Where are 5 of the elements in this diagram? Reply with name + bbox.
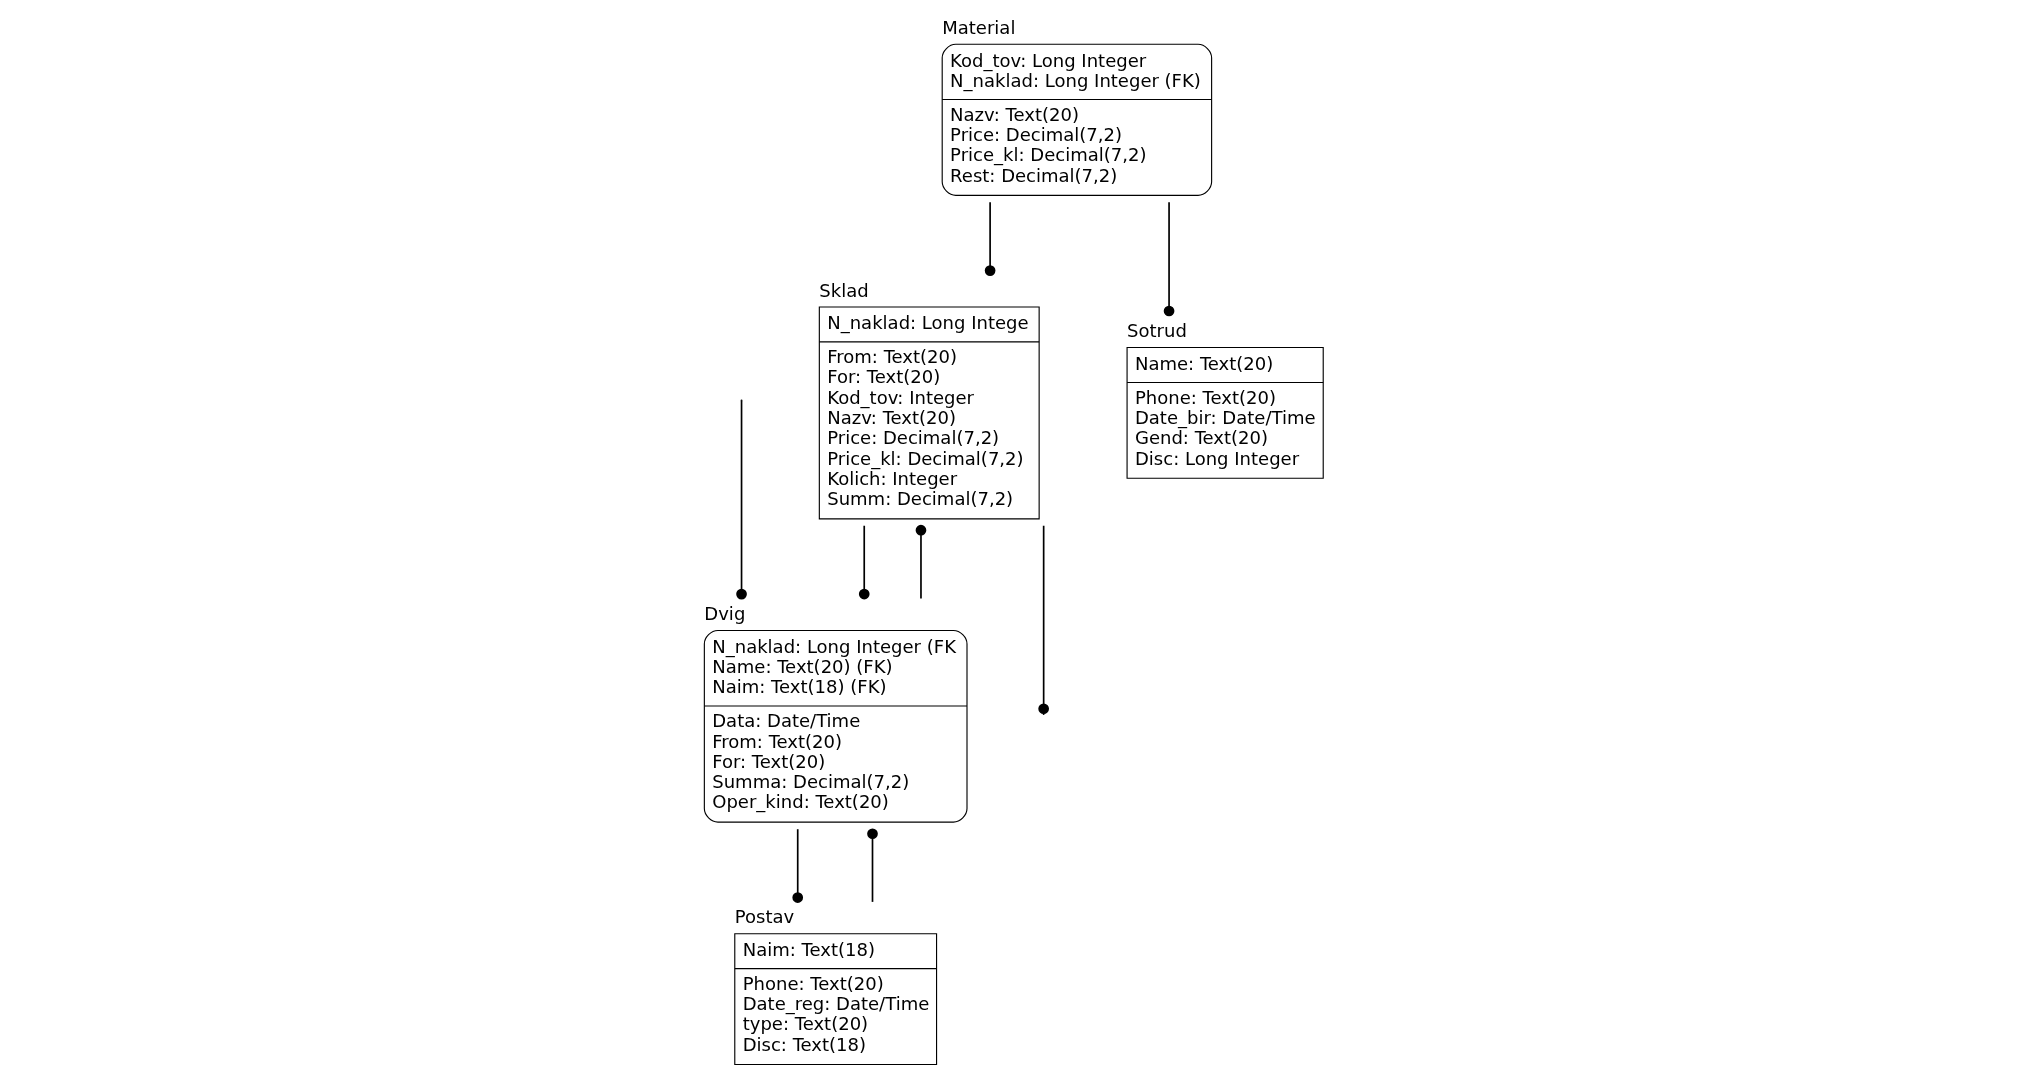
- node-label: Material: [941, 16, 1015, 38]
- node-label: Sotrud: [1126, 320, 1187, 342]
- node-label: Dvig: [703, 603, 745, 625]
- node-label: Sklad: [818, 279, 869, 301]
- node-label: Postav: [734, 906, 794, 928]
